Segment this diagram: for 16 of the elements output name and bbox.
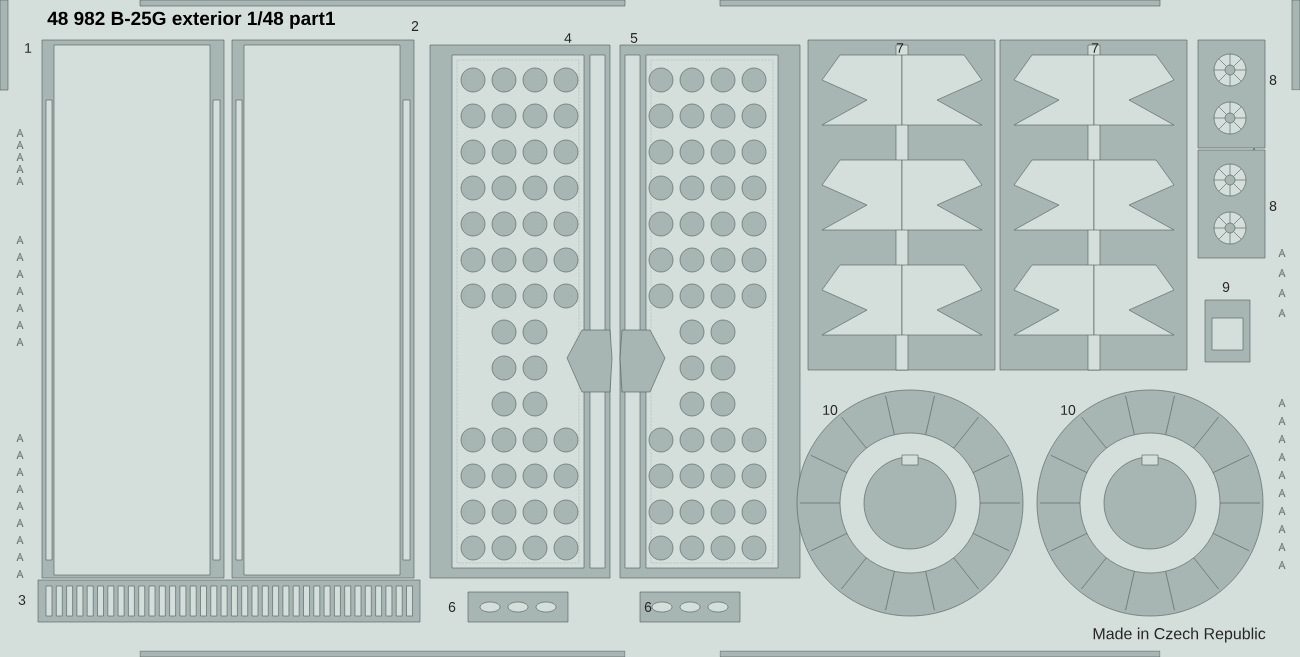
title: 48 982 B-25G exterior 1/48 part1 [47,11,335,29]
part-number: 6 [644,602,652,612]
part-number: 9 [1222,282,1230,292]
part-number: 4 [564,33,572,43]
part-number: 5 [630,33,638,43]
part-number: 8 [1269,75,1277,85]
part-number: 10 [1061,405,1076,415]
part-number: 1 [25,43,32,53]
part-number: 7 [896,43,904,53]
part-number: 7 [1091,43,1099,53]
part-number: 2 [411,21,419,31]
part-number: 10 [823,405,838,415]
note: Made in Czech Republic [1093,627,1266,643]
part-number: 6 [448,602,456,612]
part-number: 3 [18,595,26,605]
part-number: 8 [1269,201,1277,211]
